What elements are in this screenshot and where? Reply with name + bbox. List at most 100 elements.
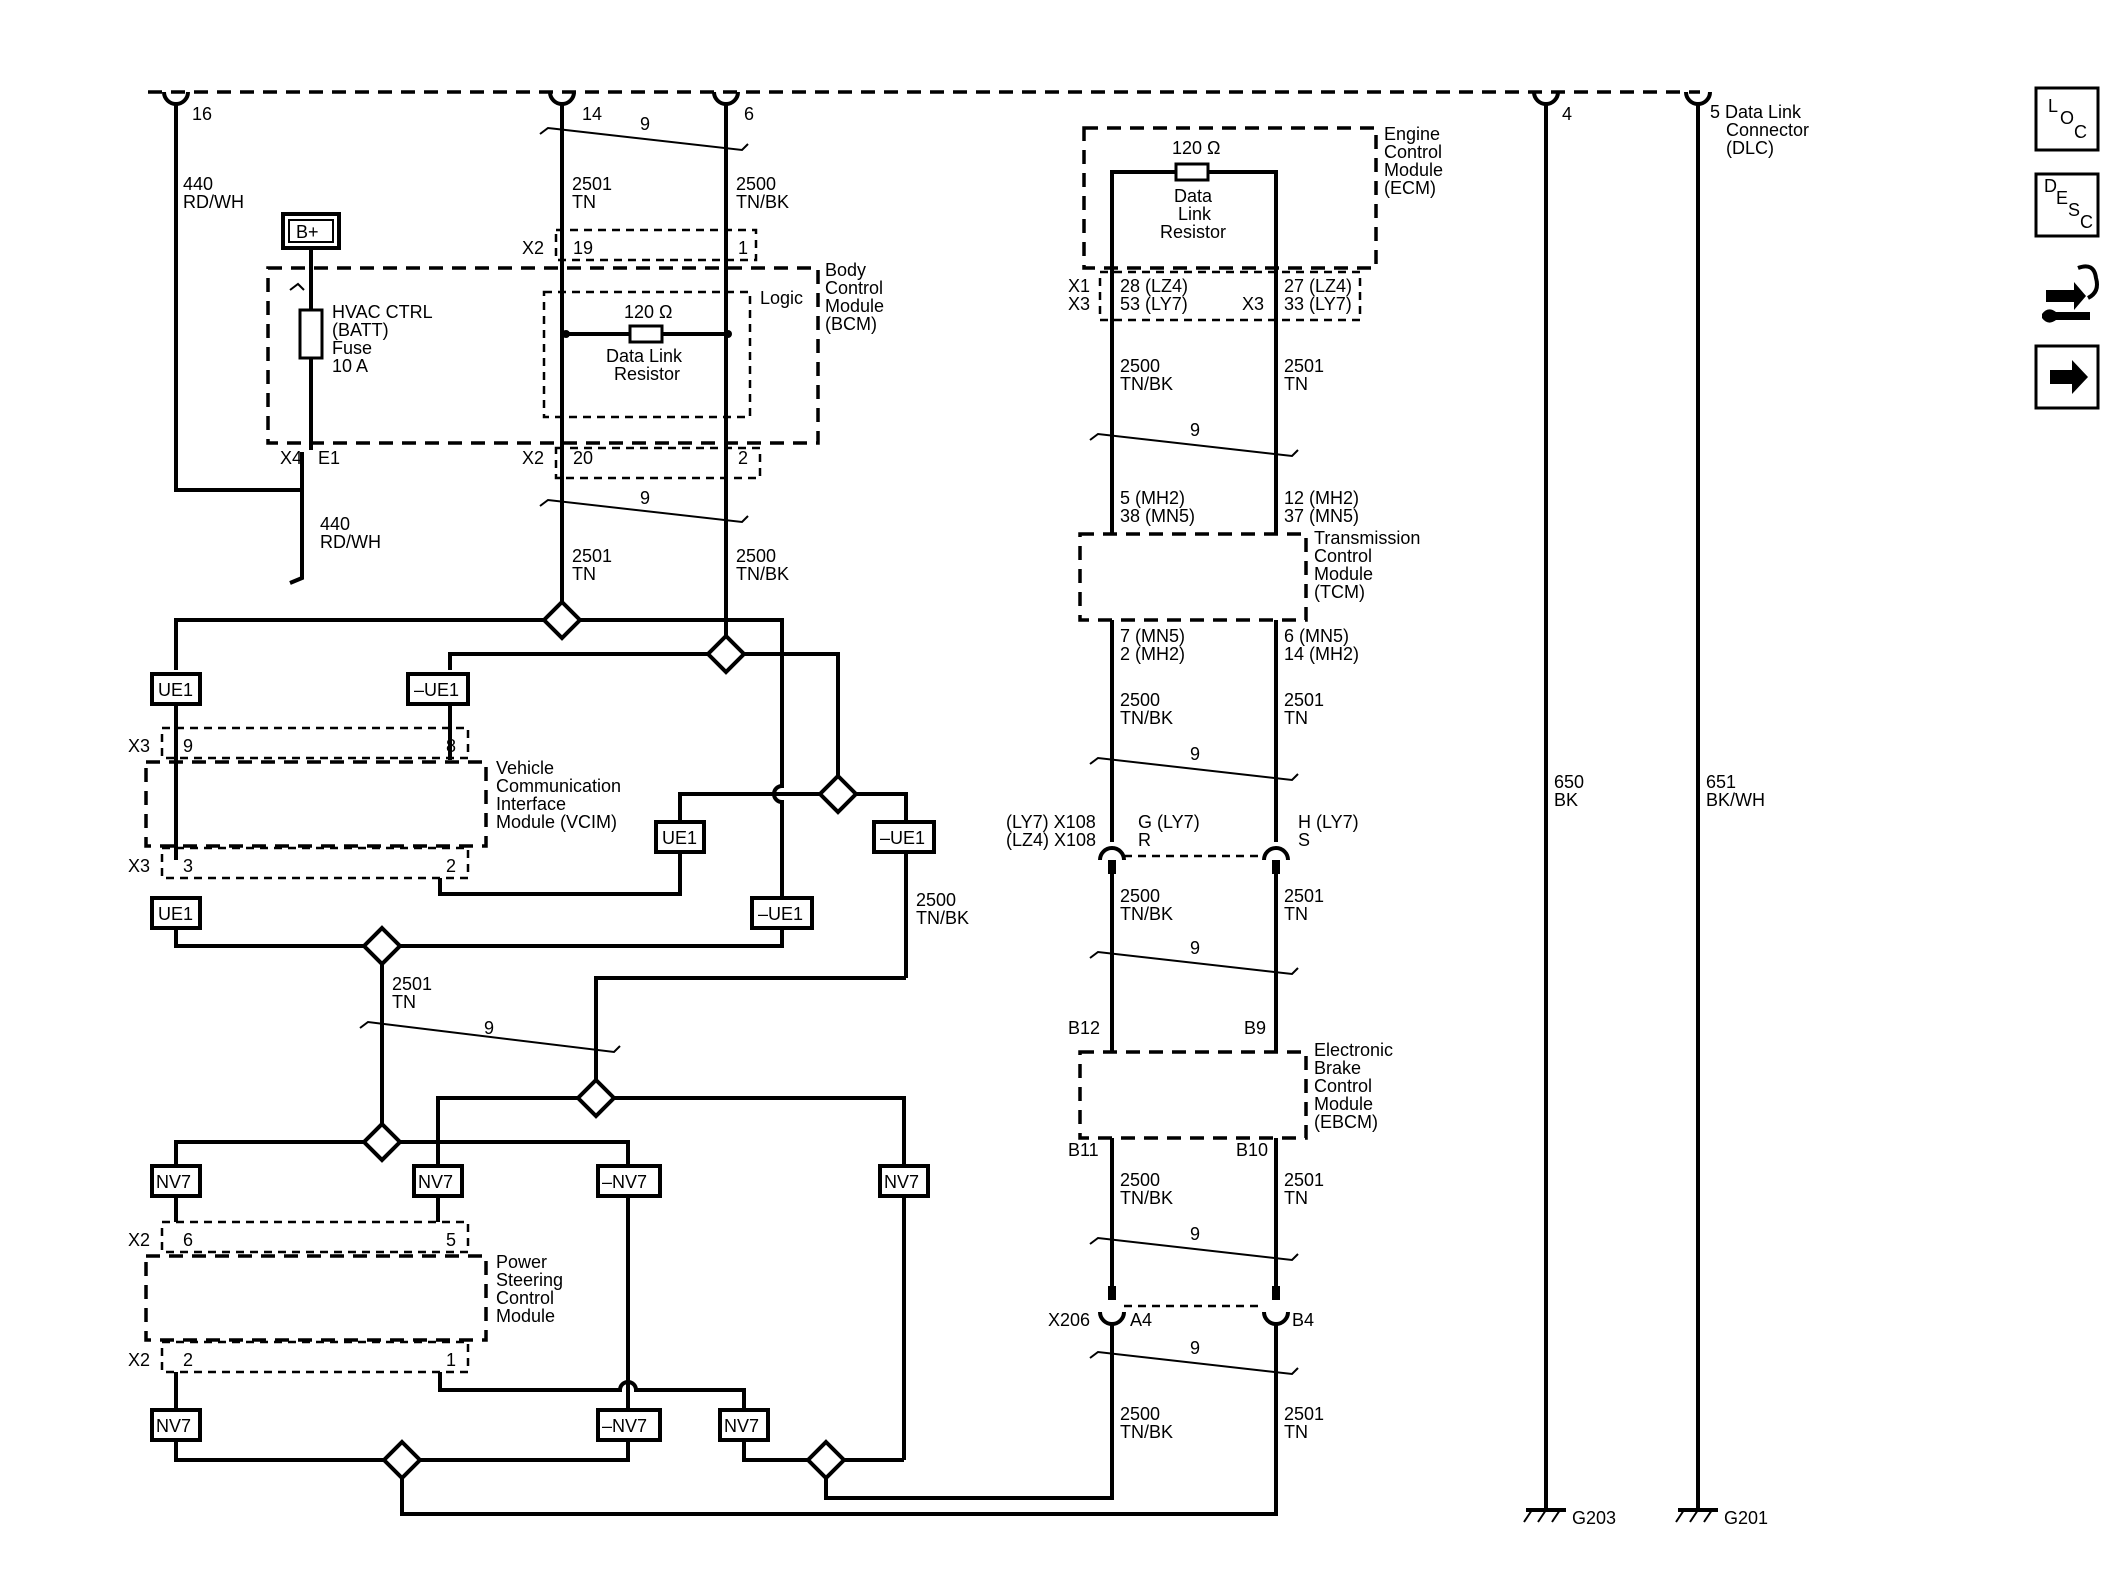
terminal-6 xyxy=(712,91,740,106)
terminal-4 xyxy=(1532,91,1560,106)
svg-text:–UE1: –UE1 xyxy=(414,680,459,700)
svg-text:–NV7: –NV7 xyxy=(602,1416,647,1436)
x108-female-icon xyxy=(1098,846,1126,861)
fuse-break-icon xyxy=(289,282,305,291)
pin-label: 1 xyxy=(446,1350,456,1370)
svg-text:C: C xyxy=(2080,212,2093,232)
pin-label: 27 (LZ4) xyxy=(1284,276,1352,296)
splice-node xyxy=(805,1439,847,1481)
wire-label: 2500 xyxy=(736,546,776,566)
connector-icon[interactable] xyxy=(2036,258,2099,334)
option-not-ue1-tab: –UE1 xyxy=(872,820,936,854)
twist-label: 9 xyxy=(1190,938,1200,958)
pin-16: 16 xyxy=(192,104,212,124)
pscm-label: Power Steering Control Module xyxy=(496,1252,563,1326)
twist-label: 9 xyxy=(1190,1338,1200,1358)
wire-label: 2500 xyxy=(1120,356,1160,376)
wire-label: TN xyxy=(1284,1188,1308,1208)
pin-label: B4 xyxy=(1292,1310,1314,1330)
connector-label: X2 xyxy=(522,238,544,258)
ebcm-outline xyxy=(1078,1050,1308,1140)
x206-male-icon xyxy=(1272,1286,1280,1300)
wire-label: TN/BK xyxy=(736,192,789,212)
pin-label: G (LY7) xyxy=(1138,812,1200,832)
wire-vcim-2 xyxy=(438,852,682,896)
connector-label: X2 xyxy=(128,1350,150,1370)
svg-text:Module: Module xyxy=(1314,564,1373,584)
twist-label: 9 xyxy=(1190,1224,1200,1244)
option-not-nv7-tab: –NV7 xyxy=(596,1164,662,1198)
splice-node xyxy=(575,1077,617,1119)
svg-text:Communication: Communication xyxy=(496,776,621,796)
pscm-outline xyxy=(144,1254,488,1342)
wire-label: TN xyxy=(1284,374,1308,394)
wire-pscm-1 xyxy=(438,1372,746,1410)
svg-text:Module: Module xyxy=(825,296,884,316)
svg-text:Transmission: Transmission xyxy=(1314,528,1420,548)
twist-mark xyxy=(1089,1236,1299,1262)
option-nv7-tab: NV7 xyxy=(412,1164,464,1198)
bcm-resistor-label: Data Link xyxy=(606,346,683,366)
svg-text:L: L xyxy=(2048,96,2058,116)
svg-text:(BATT): (BATT) xyxy=(332,320,389,340)
option-nv7-tab: NV7 xyxy=(150,1408,202,1442)
ground-label: G203 xyxy=(1572,1508,1616,1528)
pin-label: 6 (MN5) xyxy=(1284,626,1349,646)
wire-label: 440 xyxy=(320,514,350,534)
ecm-outline xyxy=(1082,126,1378,270)
connector-label: X206 xyxy=(1048,1310,1090,1330)
svg-text:UE1: UE1 xyxy=(158,680,193,700)
wire-label: 2501 xyxy=(572,174,612,194)
splice-node xyxy=(817,773,859,815)
tcm-outline xyxy=(1078,532,1308,622)
svg-text:B+: B+ xyxy=(296,222,319,242)
wire-label: 2501 xyxy=(1284,690,1324,710)
vcim-x3-connector-bottom xyxy=(160,846,470,880)
svg-text:(BCM): (BCM) xyxy=(825,314,877,334)
ecm-resistor-icon xyxy=(1174,162,1210,182)
loc-button[interactable]: L O C xyxy=(2034,86,2100,152)
pin-label: 28 (LZ4) xyxy=(1120,276,1188,296)
wire-label: 2501 xyxy=(1284,1170,1324,1190)
terminal-14 xyxy=(548,91,576,106)
wire-label: RD/WH xyxy=(320,532,381,552)
svg-text:NV7: NV7 xyxy=(724,1416,759,1436)
wire-neg-ue1-far xyxy=(856,792,908,822)
ecm-resistor-label: Data xyxy=(1174,186,1213,206)
wire-label: TN/BK xyxy=(736,564,789,584)
bcm-resistor-icon xyxy=(628,324,664,344)
option-ue1-tab: UE1 xyxy=(150,672,202,706)
wire-label: 2500 xyxy=(1120,886,1160,906)
connector-label: (LY7) X108 xyxy=(1006,812,1096,832)
pin-label: 2 (MH2) xyxy=(1120,644,1185,664)
next-button[interactable] xyxy=(2034,344,2100,410)
svg-text:UE1: UE1 xyxy=(662,828,697,848)
option-not-ue1-tab: –UE1 xyxy=(750,896,814,930)
pin-label: H (LY7) xyxy=(1298,812,1359,832)
desc-button[interactable]: D E S C xyxy=(2034,172,2100,238)
pin-label: B11 xyxy=(1068,1140,1099,1160)
ground-label: G201 xyxy=(1724,1508,1768,1528)
bcm-label: Body Control Module (BCM) xyxy=(825,260,884,334)
twist-mark xyxy=(1089,432,1299,458)
twist-label: 9 xyxy=(1190,744,1200,764)
pin-6: 6 xyxy=(744,104,754,124)
connector-label: X2 xyxy=(522,448,544,468)
fuse-icon xyxy=(298,308,324,360)
pin-label: 1 xyxy=(738,238,748,258)
splice-bus-nv7 xyxy=(174,1140,630,1180)
wire-label: 650 xyxy=(1554,772,1584,792)
pscm-x2-connector-top xyxy=(160,1220,470,1254)
pin-label: 9 xyxy=(183,736,193,756)
ecm-resistor-value: 120 Ω xyxy=(1172,138,1221,158)
twist-mark xyxy=(539,498,749,524)
bcm-resistor-value: 120 Ω xyxy=(624,302,673,322)
wire-label: 2500 xyxy=(1120,690,1160,710)
wire-label: 2500 xyxy=(1120,1170,1160,1190)
svg-text:Electronic: Electronic xyxy=(1314,1040,1393,1060)
vcim-outline xyxy=(144,760,488,848)
option-nv7-tab: NV7 xyxy=(150,1164,202,1198)
wire-label: 2500 xyxy=(1120,1404,1160,1424)
pin-14: 14 xyxy=(582,104,602,124)
connector-label: X2 xyxy=(128,1230,150,1250)
